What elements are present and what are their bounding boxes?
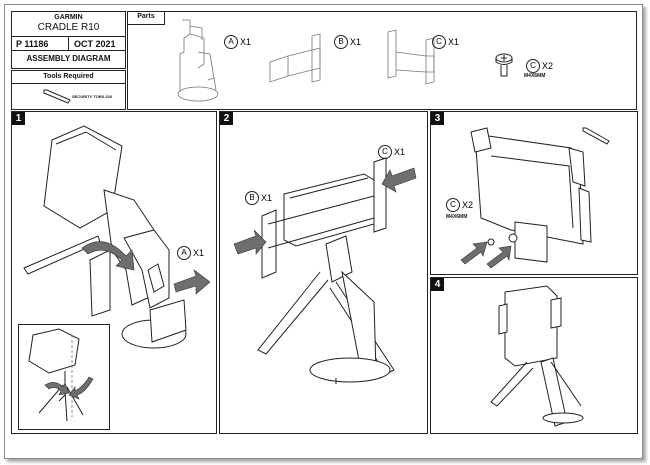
divider — [12, 50, 125, 51]
callout-quantity: X1 — [193, 247, 205, 258]
callout-letter: B — [245, 190, 259, 205]
callout-quantity: X2 — [462, 199, 474, 210]
callout-letter: C — [378, 144, 392, 159]
parts-tab: Parts — [128, 12, 165, 25]
document-type: ASSEMBLY DIAGRAM — [26, 54, 111, 63]
callout-quantity: X1 — [261, 192, 273, 203]
part-number: P 11186 — [16, 39, 49, 49]
part-c-drawing — [387, 29, 435, 85]
step-number: 4 — [431, 278, 444, 291]
part-letter: C — [526, 58, 540, 73]
screw-icon — [495, 53, 513, 77]
part-a-drawing — [177, 19, 219, 102]
part-b-drawing — [269, 33, 321, 83]
callout-letter: C — [446, 197, 460, 212]
step-number: 1 — [12, 112, 25, 125]
step-number: 2 — [220, 112, 233, 125]
step-number: 3 — [431, 112, 444, 125]
divider — [12, 83, 125, 84]
callout-letter: A — [177, 245, 191, 260]
part-quantity: X1 — [350, 36, 362, 47]
screw-spec: M4X6MM — [524, 73, 546, 79]
step-1-drawing — [23, 125, 211, 349]
assembly-sheet: GARMIN CRADLE R10 P 11186 OCT 2021 ASSEM… — [4, 4, 643, 459]
part-quantity: X1 — [240, 36, 252, 47]
part-quantity: X1 — [448, 36, 460, 47]
tools-panel: Tools Required SECURITY TORX 320 — [11, 70, 126, 110]
step-4-drawing — [490, 285, 584, 427]
step-2-drawing — [233, 157, 417, 384]
step-4-panel: 4 — [430, 277, 638, 434]
tool-label: SECURITY TORX 320 — [72, 94, 113, 99]
part-letter: C — [432, 34, 446, 49]
brand-name: GARMIN — [54, 14, 83, 21]
divider — [68, 36, 69, 50]
hex-key-icon — [43, 89, 71, 104]
parts-heading: Parts — [137, 13, 155, 20]
part-quantity: X2 — [542, 60, 554, 71]
revision-date: OCT 2021 — [74, 39, 116, 49]
step-1-inset — [18, 324, 110, 430]
callout-spec: M4X6MM — [446, 214, 468, 220]
part-letter: A — [224, 34, 238, 49]
part-letter: B — [334, 34, 348, 49]
product-name: CRADLE R10 — [37, 22, 100, 33]
tools-heading: Tools Required — [43, 73, 94, 80]
callout-quantity: X1 — [394, 146, 406, 157]
title-block: GARMIN CRADLE R10 P 11186 OCT 2021 ASSEM… — [11, 11, 126, 69]
step-3-drawing — [460, 127, 592, 269]
inset-drawing — [28, 328, 94, 422]
hex-key-icon — [582, 127, 610, 145]
